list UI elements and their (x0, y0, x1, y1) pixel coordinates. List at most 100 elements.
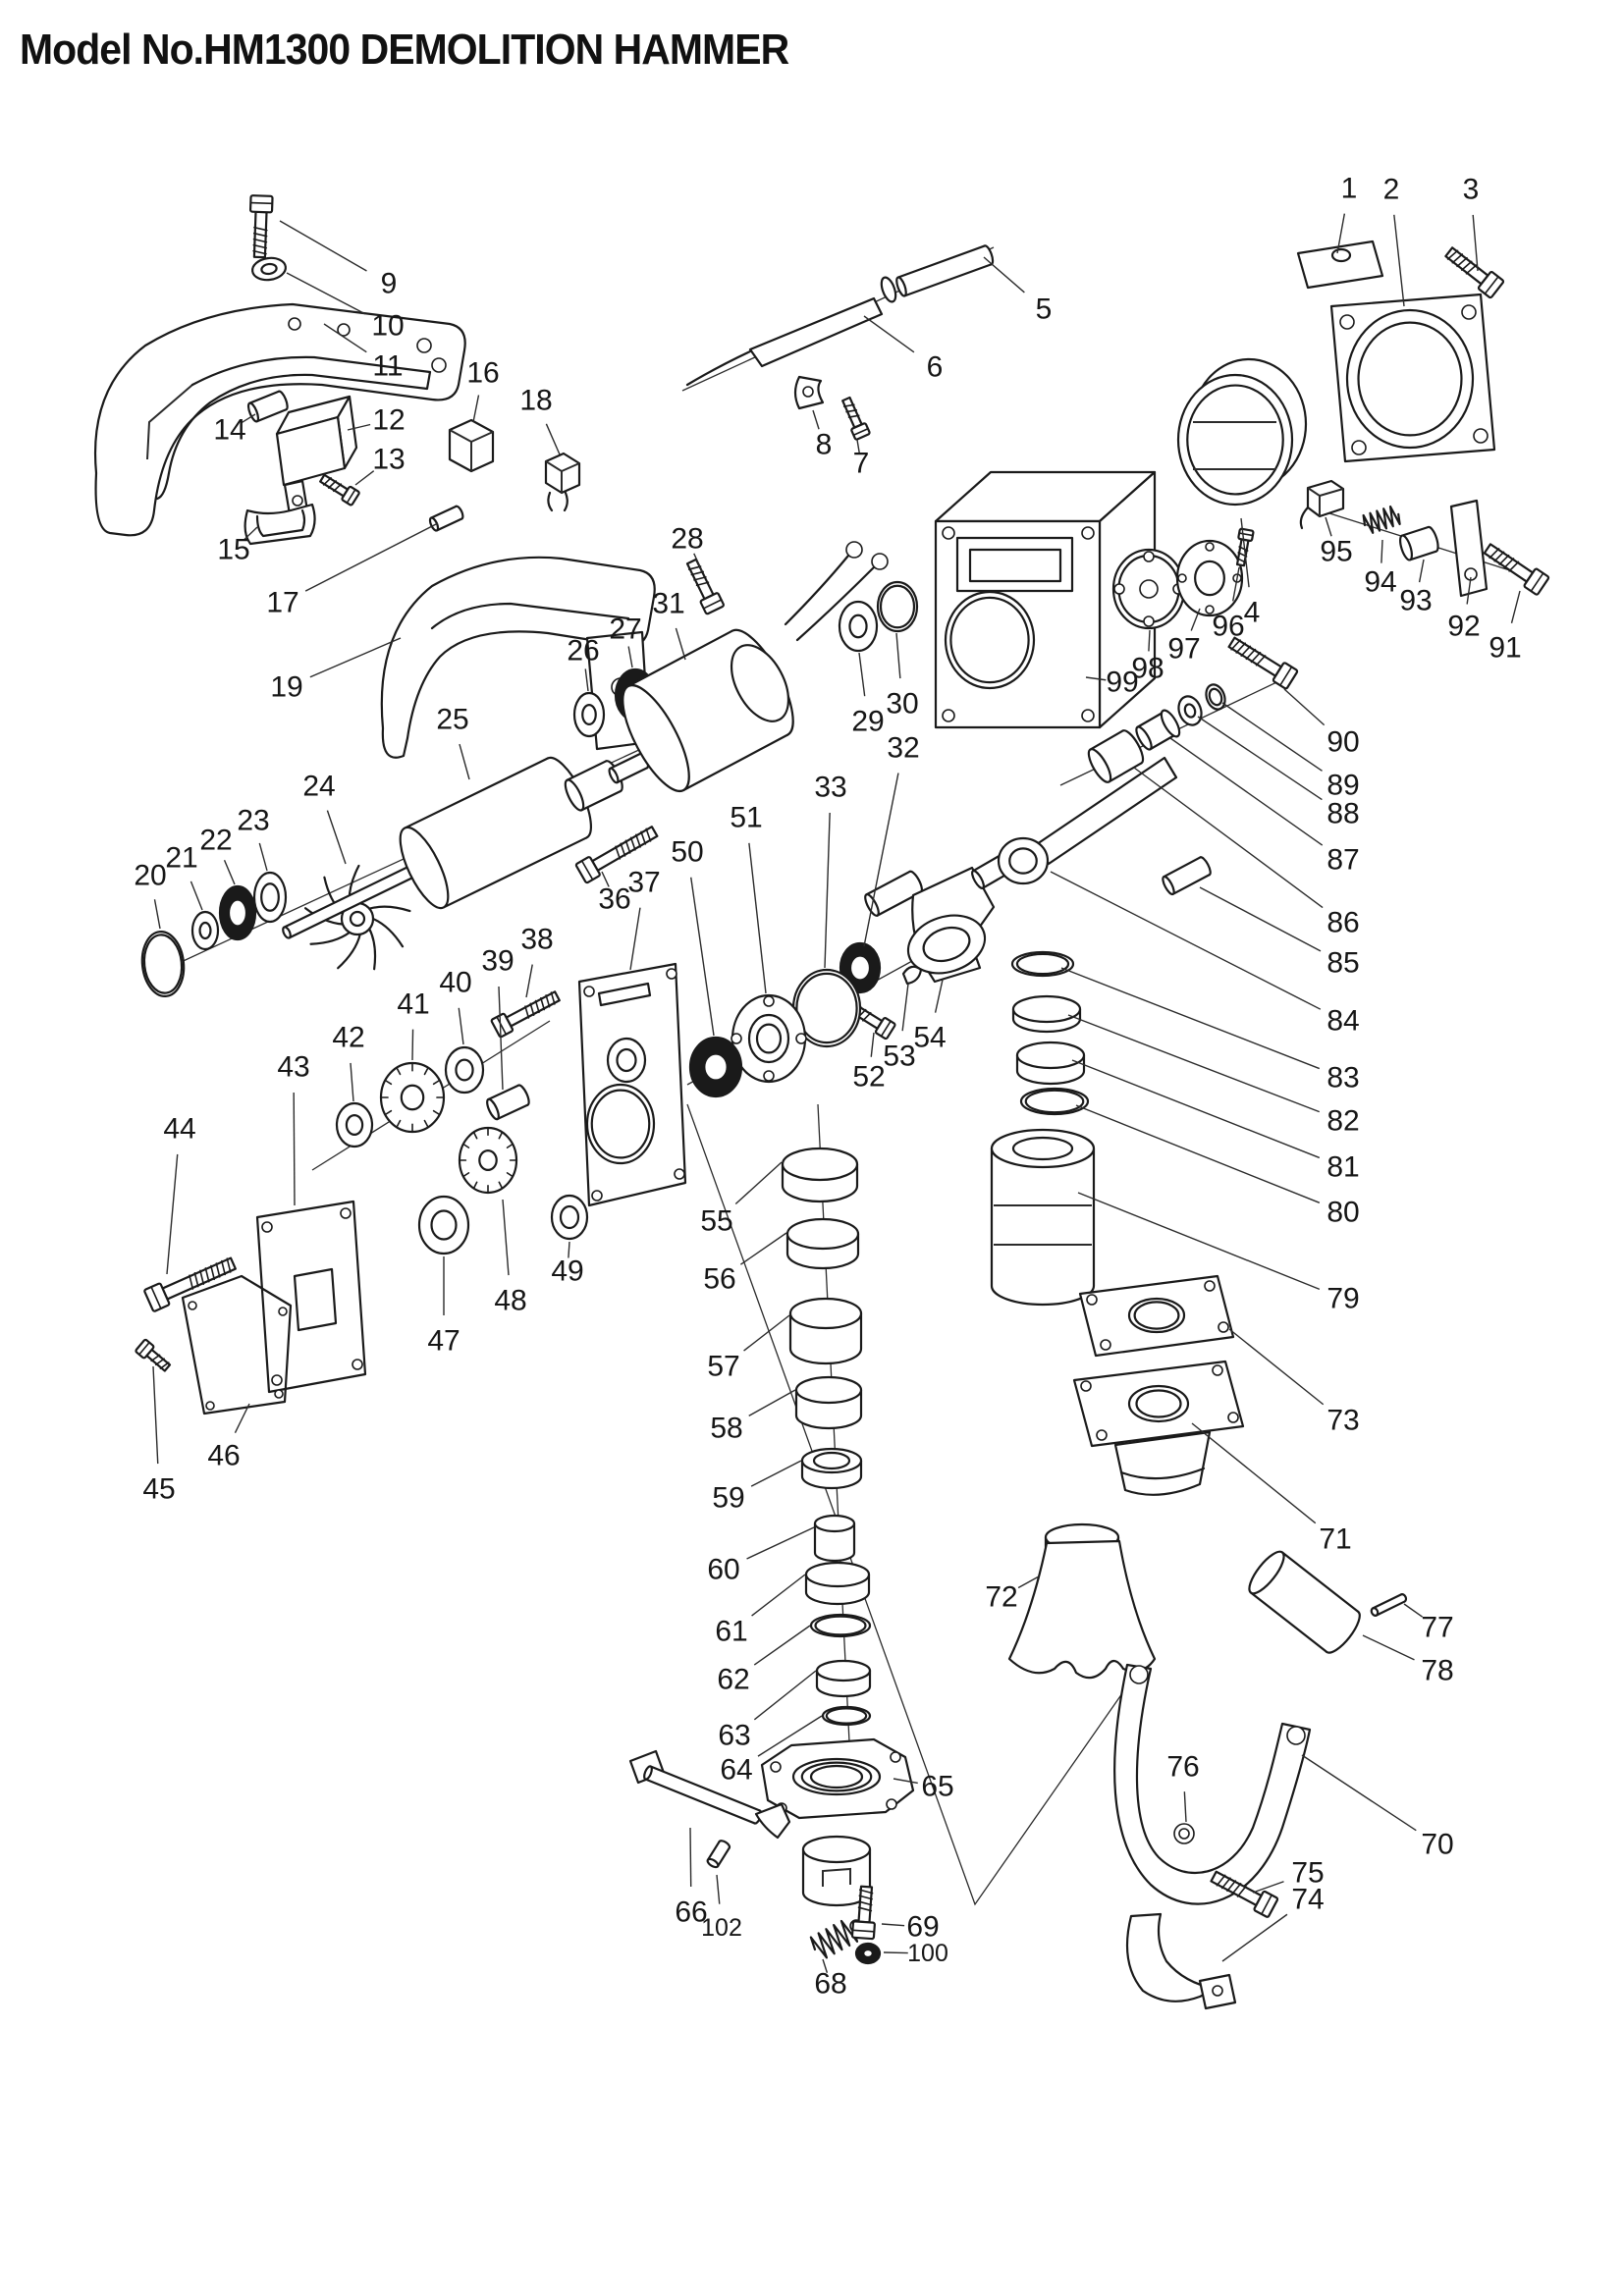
part-number-label-46: 46 (207, 1440, 240, 1472)
part-shape (903, 263, 993, 297)
part-shape (246, 401, 260, 423)
leader-line-65 (893, 1778, 918, 1785)
part-shape (841, 396, 863, 429)
part-group (854, 1942, 882, 1965)
part-shape (1238, 546, 1249, 552)
leader-line-75 (1252, 1881, 1284, 1894)
leader-line-89 (1221, 702, 1323, 772)
part-shape (1255, 655, 1267, 667)
part-number-label-54: 54 (913, 1022, 946, 1054)
part-group (990, 1128, 1096, 1307)
part-shape (649, 1765, 761, 1812)
part-shape (590, 1089, 651, 1159)
part-group (1227, 636, 1299, 690)
part-shape (333, 483, 343, 493)
part-shape (252, 232, 268, 238)
part-shape (405, 758, 587, 908)
part-number-label-59: 59 (712, 1482, 744, 1515)
part-shape (879, 584, 916, 629)
leader-line-8 (812, 409, 820, 430)
part-shape (150, 1354, 161, 1362)
part-number-label-98: 98 (1131, 653, 1164, 685)
part-shape (687, 565, 702, 570)
part-shape (609, 752, 642, 770)
part-shape (252, 238, 268, 243)
part-shape (1011, 1136, 1074, 1161)
part-shape (847, 414, 860, 418)
hole (1339, 314, 1355, 330)
part-shape (487, 1084, 520, 1101)
part-group (1087, 729, 1145, 783)
part-shape (1456, 256, 1468, 268)
part-group (550, 1194, 589, 1241)
part-shape (442, 836, 588, 909)
part-number-label-42: 42 (332, 1022, 364, 1054)
hole (288, 317, 301, 331)
part-shape (1465, 264, 1478, 275)
spring (1362, 505, 1401, 534)
leader-line-102 (716, 1874, 721, 1904)
leader-line-99 (1085, 676, 1107, 681)
part-shape (1235, 642, 1247, 654)
part-group (788, 1297, 863, 1365)
part-shape (850, 1920, 876, 1941)
part-shape (1186, 384, 1284, 496)
hole (871, 553, 889, 570)
leader-line-49 (568, 1241, 570, 1258)
hole (591, 1190, 603, 1201)
part-shape (1372, 1593, 1403, 1610)
part-group (1177, 695, 1203, 726)
hole (1212, 1364, 1223, 1376)
part-group (1345, 308, 1475, 450)
hole (1227, 1412, 1239, 1423)
part-shape (622, 684, 690, 792)
leader-line-66 (689, 1827, 692, 1888)
part-shape (1113, 1663, 1312, 1905)
hole (1204, 1280, 1216, 1292)
part-shape (155, 355, 432, 501)
part-group (1362, 505, 1401, 534)
part-shape (288, 873, 421, 939)
part-shape (380, 556, 656, 759)
part-shape (1226, 1880, 1237, 1893)
part-group (1205, 683, 1226, 711)
part-shape (784, 554, 850, 626)
part-group (252, 871, 288, 924)
hole (340, 1207, 352, 1219)
part-group (606, 1037, 647, 1084)
part-number-label-93: 93 (1399, 585, 1432, 617)
part-number-label-64: 64 (720, 1754, 752, 1787)
leader-line-72 (1017, 1575, 1040, 1589)
leader-line-20 (153, 899, 161, 930)
leader-line-85 (1199, 886, 1322, 952)
fan-blade (371, 917, 405, 948)
part-number-label-7: 7 (853, 448, 870, 480)
part-number-label-86: 86 (1326, 907, 1359, 939)
hole (205, 1401, 215, 1411)
fan-blade (309, 931, 352, 945)
part-shape (534, 999, 540, 1014)
part-shape (345, 1113, 364, 1136)
part-shape (384, 1079, 393, 1086)
part-shape (429, 505, 458, 519)
part-shape (690, 570, 705, 576)
part-shape (255, 408, 288, 423)
leader-line-78 (1362, 1634, 1415, 1661)
part-shape (319, 473, 350, 498)
part-shape (1449, 499, 1489, 598)
leader-line-56 (739, 1232, 787, 1265)
part-shape (812, 1451, 851, 1470)
part-group (140, 931, 186, 997)
part-shape (349, 910, 366, 928)
part-number-label-27: 27 (609, 614, 641, 646)
part-shape (634, 833, 641, 848)
part-shape (496, 1103, 529, 1121)
part-number-label-15: 15 (217, 534, 249, 566)
part-shape (577, 962, 687, 1207)
part-shape (685, 349, 752, 387)
part-shape (155, 1358, 165, 1366)
part-group (1010, 950, 1075, 978)
leader-line-96 (1231, 566, 1240, 602)
part-group (1210, 1870, 1279, 1918)
